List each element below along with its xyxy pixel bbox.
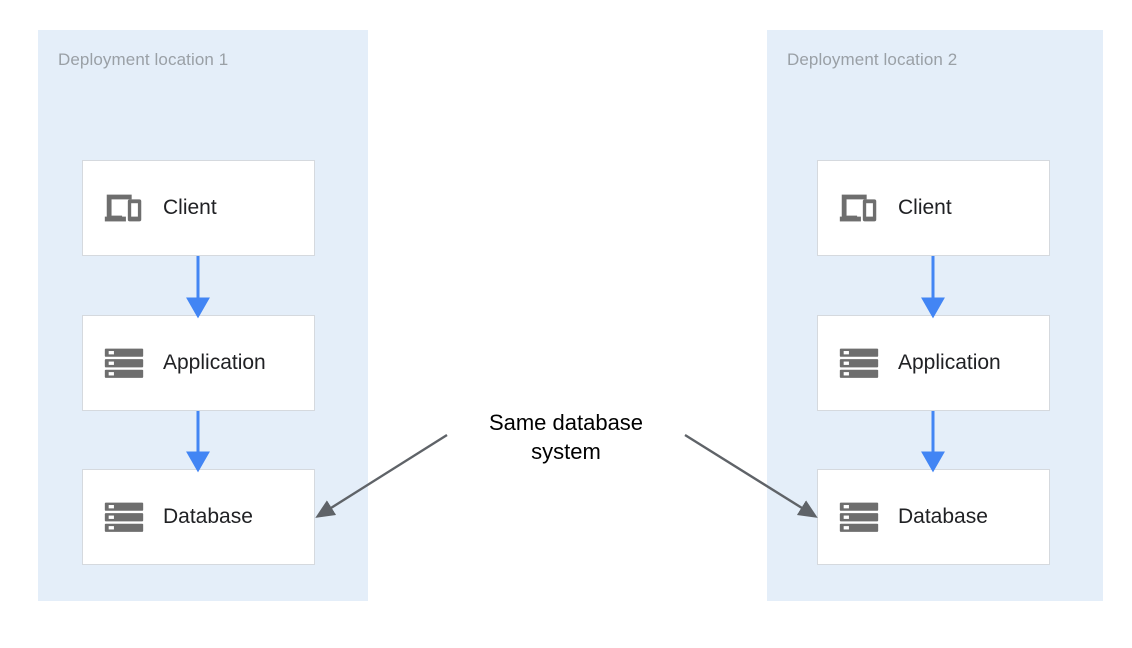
node-client-1[interactable]: Client bbox=[82, 160, 315, 256]
zone-1-title: Deployment location 1 bbox=[58, 50, 229, 69]
node-application-1-label: Application bbox=[163, 351, 266, 374]
node-application-2-label: Application bbox=[898, 351, 1001, 374]
devices-icon bbox=[104, 194, 142, 222]
devices-icon bbox=[839, 194, 877, 222]
server-stack-icon bbox=[104, 348, 144, 378]
node-client-2-label: Client bbox=[898, 196, 952, 219]
server-stack-icon bbox=[104, 502, 144, 532]
node-client-2[interactable]: Client bbox=[817, 160, 1050, 256]
node-client-1-label: Client bbox=[163, 196, 217, 219]
server-stack-icon bbox=[839, 348, 879, 378]
zone-2-title: Deployment location 2 bbox=[787, 50, 958, 69]
node-application-2[interactable]: Application bbox=[817, 315, 1050, 411]
annotation-same-database-system: Same database system bbox=[488, 410, 644, 465]
node-database-1[interactable]: Database bbox=[82, 469, 315, 565]
node-database-1-label: Database bbox=[163, 505, 253, 528]
node-database-2-label: Database bbox=[898, 505, 988, 528]
node-application-1[interactable]: Application bbox=[82, 315, 315, 411]
server-stack-icon bbox=[839, 502, 879, 532]
node-database-2[interactable]: Database bbox=[817, 469, 1050, 565]
